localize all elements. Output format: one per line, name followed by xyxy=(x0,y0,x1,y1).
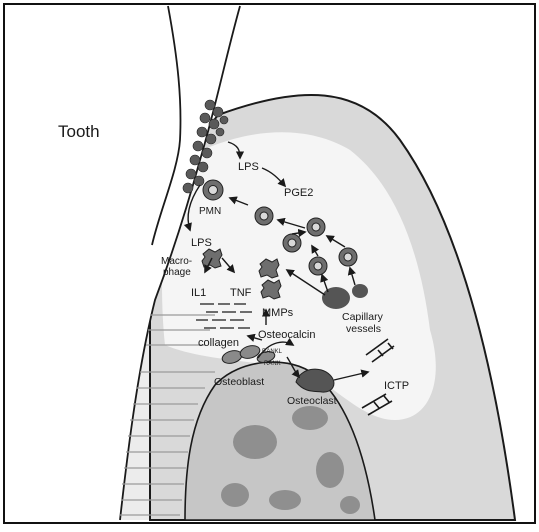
collagen-label: collagen xyxy=(198,337,239,349)
capillary-vessel-large xyxy=(322,287,350,309)
macrophage-label-line2: phage xyxy=(163,267,191,278)
pmn-cell xyxy=(339,248,357,266)
macrophage-label-line1: Macro- xyxy=(161,256,192,267)
pmn-cell xyxy=(309,257,327,275)
capillary-label-line2: vessels xyxy=(346,323,381,335)
mmps-label: MMPs xyxy=(262,307,294,319)
capillary-vessel-small xyxy=(352,284,368,298)
macrophage-cell xyxy=(261,280,281,299)
rankl-label: RANKL xyxy=(262,349,283,355)
pmn-label: PMN xyxy=(199,206,221,217)
macrophage-cell xyxy=(259,259,279,278)
tooth-label: Tooth xyxy=(58,122,100,141)
osteocalcin-label: Osteocalcin xyxy=(258,329,315,341)
pmn-cell xyxy=(203,180,223,200)
ictp-label: ICTP xyxy=(384,380,409,392)
pmn-cell xyxy=(307,218,325,236)
il1-label: IL1 xyxy=(191,287,206,299)
lps-top-label: LPS xyxy=(238,161,259,173)
lps-mid-label: LPS xyxy=(191,237,212,249)
pge2-label: PGE2 xyxy=(284,187,313,199)
osteoclast-label: Osteoclast xyxy=(287,395,337,407)
tnf-label: TNF xyxy=(230,287,252,299)
rank-label: RANK xyxy=(264,361,281,367)
osteoblast-label: Osteoblast xyxy=(214,376,264,388)
pmn-cell xyxy=(283,234,301,252)
capillary-label-line1: Capillary xyxy=(342,311,384,323)
pmn-cell xyxy=(255,207,273,225)
